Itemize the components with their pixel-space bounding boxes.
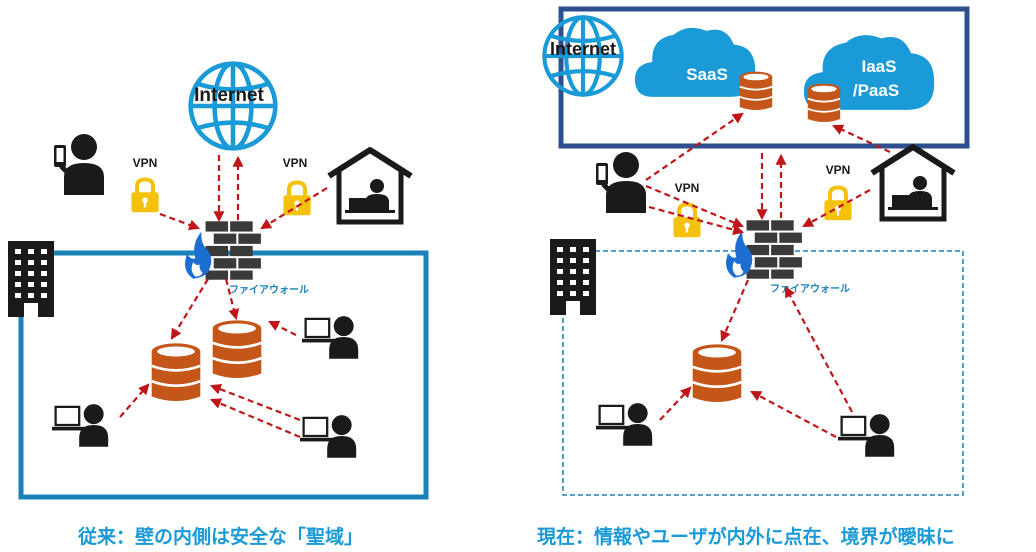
cloud-frame: [558, 6, 970, 149]
caption-current: 現在：情報やユーザが内外に点在、境界が曖昧に: [537, 526, 955, 548]
database-icon: [806, 82, 842, 123]
padlock-icon: [131, 180, 158, 213]
globe-icon: [191, 64, 276, 149]
home-worker-icon: [329, 150, 411, 222]
connection-arrows: [645, 112, 891, 438]
database-icon: [738, 70, 774, 111]
pc-user-icon: [596, 402, 654, 447]
mobile-user-icon: [596, 152, 646, 213]
left-diagram: Internet VPN VPN ファイアウォール: [8, 64, 429, 500]
pc-user-icon: [838, 413, 896, 458]
pc-user-icon: [300, 414, 358, 459]
padlock-icon: [673, 205, 700, 238]
pc-user-icon: [302, 315, 360, 360]
mobile-user-icon: [54, 134, 104, 195]
padlock-icon: [283, 183, 310, 216]
pc-user-icon: [52, 403, 110, 448]
building-icon: [550, 239, 596, 315]
padlock-icon: [824, 188, 851, 221]
database-icon: [150, 341, 202, 403]
iaas-label: IaaS: [862, 57, 897, 76]
firewall-icon: [185, 221, 261, 280]
connection-arrows: [119, 155, 328, 439]
vpn-label-mobile: VPN: [675, 181, 700, 195]
database-icon: [211, 318, 263, 380]
vpn-label-home: VPN: [826, 163, 851, 177]
vpn-label-mobile: VPN: [133, 156, 158, 170]
internet-label: Internet: [550, 39, 616, 59]
caption-traditional: 従来：壁の内側は安全な「聖域」: [78, 526, 364, 548]
building-icon: [8, 241, 54, 317]
home-worker-icon: [872, 147, 954, 219]
vpn-label-home: VPN: [283, 156, 308, 170]
cloud-icon: [634, 27, 756, 97]
paas-label: /PaaS: [853, 81, 899, 100]
database-icon: [691, 342, 743, 404]
saas-label: SaaS: [686, 65, 728, 84]
perimeter-boundary-dashed: [562, 250, 964, 496]
firewall-label: ファイアウォール: [229, 284, 309, 296]
right-diagram: Internet SaaS IaaS /PaaS VPN VPN ファイアウォー…: [544, 6, 970, 496]
firewall-label: ファイアウォール: [770, 283, 850, 295]
internet-label: Internet: [194, 85, 264, 106]
firewall-icon: [726, 220, 802, 279]
